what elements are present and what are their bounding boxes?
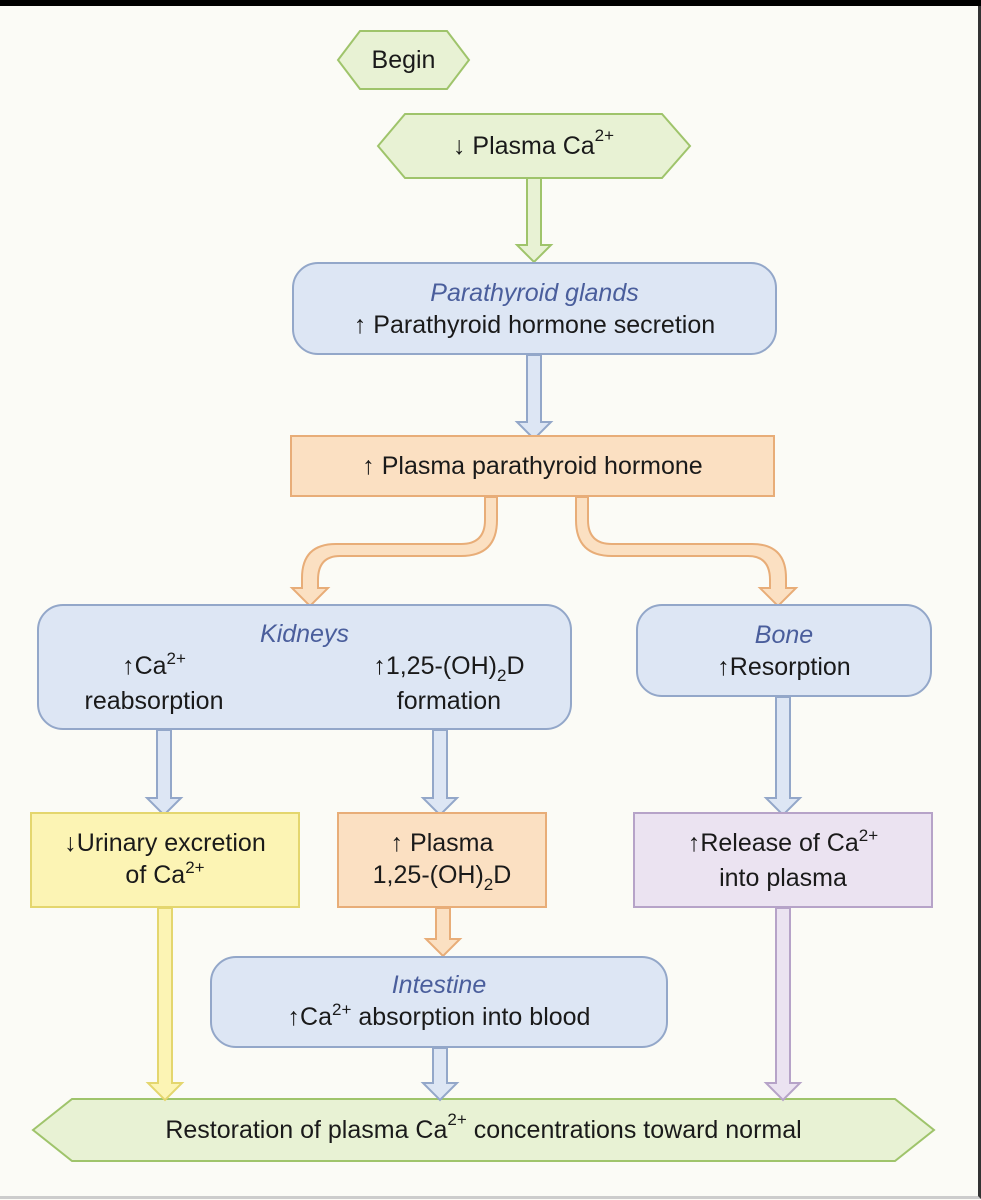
up-arrow-glyph: ↑ (373, 652, 386, 680)
release-ca-box: ↑Release of Ca2+ into plasma (633, 812, 933, 908)
plasma-pth-label: ↑ Plasma parathyroid hormone (362, 450, 702, 482)
vitd-text: 1,25-(OH) (385, 652, 497, 680)
plasma-ca-text: Plasma Ca (472, 131, 595, 160)
up-arrow-glyph: ↑ (362, 452, 375, 480)
reabsorption-text: reabsorption (84, 687, 224, 715)
restoration-suffix: concentrations toward normal (466, 1115, 802, 1144)
plasma-pth-box: ↑ Plasma parathyroid hormone (290, 435, 775, 497)
arrow-plasma-ca-to-parathyroid (514, 177, 554, 264)
parathyroid-organ-label: Parathyroid glands (430, 278, 639, 307)
intestine-effect: ↑Ca2+ absorption into blood (287, 999, 591, 1036)
intestine-box: Intestine ↑Ca2+ absorption into blood (210, 956, 668, 1048)
urinary-excretion-box: ↓Urinary excretion of Ca2+ (30, 812, 300, 908)
vitd-suffix: D (493, 860, 512, 889)
up-arrow-glyph: ↑ (717, 652, 730, 681)
arrow-urinary-to-restoration (145, 907, 185, 1102)
superscript: 2+ (594, 126, 615, 145)
kidneys-organ-label: Kidneys (260, 620, 349, 648)
plasma-text: Plasma (410, 828, 494, 857)
parathyroid-effect-text: Parathyroid hormone secretion (373, 310, 716, 339)
up-arrow-glyph: ↑ (687, 828, 701, 857)
urinary-line1: ↓Urinary excretion (64, 827, 265, 859)
arrow-pth-to-bone (575, 496, 799, 608)
plasma-vitd-box: ↑ Plasma 1,25-(OH)2D (337, 812, 547, 908)
arrow-plasma-d-to-intestine (423, 907, 463, 958)
vitd-suffix: D (506, 652, 525, 680)
urinary-line2: of Ca2+ (125, 857, 205, 894)
up-arrow-glyph: ↑ (353, 310, 367, 339)
up-arrow-glyph: ↑ (390, 828, 404, 857)
restoration-text: Restoration of plasma Ca (165, 1115, 448, 1144)
arrow-intestine-to-restoration (420, 1047, 460, 1102)
arrow-pth-to-kidneys (289, 496, 498, 608)
resorption-text: Resorption (729, 652, 851, 681)
parathyroid-effect: ↑ Parathyroid hormone secretion (354, 309, 715, 341)
plasma-pth-text: Plasma parathyroid hormone (381, 452, 703, 480)
up-arrow-glyph: ↑ (287, 1002, 301, 1031)
up-arrow-glyph: ↑ (122, 652, 135, 680)
plasma-vitd-line2: 1,25-(OH)2D (373, 859, 512, 894)
plasma-ca-hexagon (376, 113, 692, 179)
kidneys-reabsorption: ↑Ca2+ reabsorption (84, 649, 224, 717)
release-text: Release of Ca (700, 828, 859, 857)
top-border (0, 0, 981, 6)
bone-effect: ↑Resorption (717, 651, 850, 683)
superscript: 2+ (858, 825, 879, 845)
arrow-parathyroid-to-pth (514, 354, 554, 441)
kidneys-effects: ↑Ca2+ reabsorption ↑1,25-(OH)2D formatio… (84, 649, 525, 717)
arrow-kidneys-to-urinary (144, 729, 184, 817)
plasma-vitd-line1: ↑ Plasma (391, 827, 494, 859)
superscript: 2+ (447, 1110, 467, 1129)
urinary-text: Urinary excretion (76, 828, 266, 857)
down-arrow-glyph: ↓ (64, 828, 77, 857)
absorption-text: absorption into blood (351, 1002, 591, 1031)
ca-text: Ca (300, 1002, 332, 1031)
vitd-text: 1,25-(OH) (372, 860, 484, 889)
intestine-organ-label: Intestine (391, 970, 487, 999)
of-ca-text: of Ca (125, 860, 186, 889)
begin-hexagon (336, 30, 471, 90)
bone-box: Bone ↑Resorption (636, 604, 932, 697)
superscript: 2+ (332, 999, 352, 1019)
down-arrow-glyph: ↓ (452, 131, 466, 160)
begin-label: Begin (371, 45, 436, 74)
superscript: 2+ (166, 649, 186, 668)
subscript: 2 (483, 874, 494, 894)
subscript: 2 (496, 666, 507, 685)
into-plasma-text: into plasma (719, 863, 847, 892)
arrow-kidneys-to-plasma-d (420, 729, 460, 817)
arrow-release-to-restoration (763, 907, 803, 1102)
kidneys-box: Kidneys ↑Ca2+ reabsorption ↑1,25-(OH)2D … (37, 604, 572, 730)
arrow-bone-to-release (763, 696, 803, 817)
formation-text: formation (396, 687, 502, 715)
ca-text: Ca (134, 652, 167, 680)
parathyroid-glands-box: Parathyroid glands ↑ Parathyroid hormone… (292, 262, 777, 355)
kidneys-vitd-formation: ↑1,25-(OH)2D formation (373, 650, 524, 717)
release-line1: ↑Release of Ca2+ (687, 825, 879, 862)
restoration-hexagon (31, 1098, 936, 1162)
superscript: 2+ (185, 857, 205, 877)
bone-organ-label: Bone (754, 620, 814, 649)
